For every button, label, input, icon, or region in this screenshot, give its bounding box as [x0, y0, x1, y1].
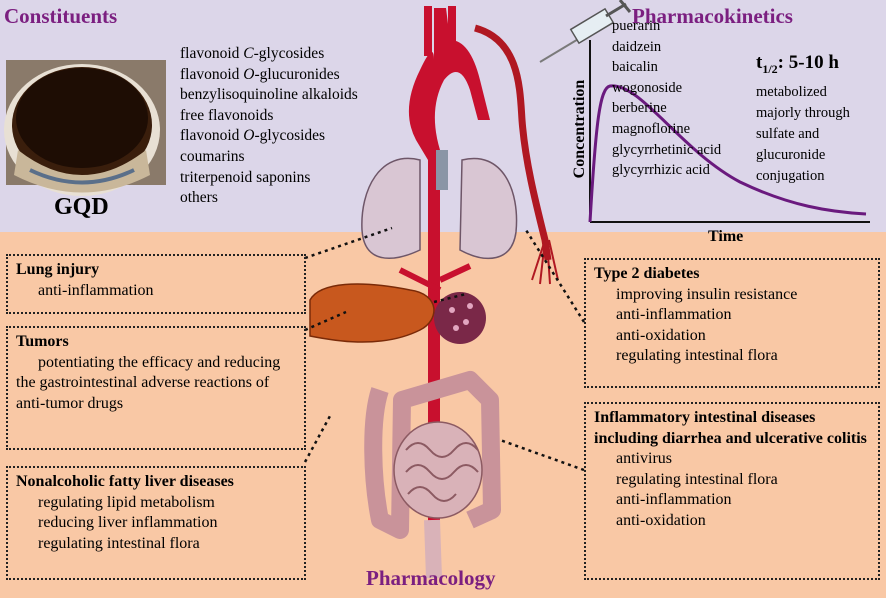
- type2-diabetes-box: Type 2 diabetes improving insulin resist…: [584, 258, 880, 388]
- pk-drug: berberine: [612, 100, 667, 117]
- metabolism-line: conjugation: [756, 168, 825, 184]
- constituent-item: flavonoid O-glycosides: [180, 127, 326, 145]
- box-item: improving insulin resistance: [616, 285, 798, 303]
- box-text: potentiating the efficacy and reducing t…: [16, 353, 281, 412]
- gqd-label: GQD: [54, 194, 109, 220]
- constituent-item: flavonoid O-glucuronides: [180, 65, 340, 83]
- lung-injury-box: Lung injury anti-inflammation: [6, 254, 306, 314]
- box-title: Lung injury: [16, 261, 100, 278]
- constituents-heading: Constituents: [4, 4, 118, 28]
- constituent-item: benzylisoquinoline alkaloids: [180, 86, 358, 104]
- box-item: regulating intestinal flora: [38, 534, 200, 552]
- ibd-box: Inflammatory intestinal diseases includi…: [584, 402, 880, 580]
- box-item: regulating lipid metabolism: [38, 493, 215, 511]
- liver-icon: [309, 283, 435, 343]
- nafld-box: Nonalcoholic fatty liver diseases regula…: [6, 466, 306, 580]
- pk-drug: daidzein: [612, 38, 662, 55]
- tea-cup-icon: [4, 60, 166, 196]
- box-item: regulating intestinal flora: [616, 470, 778, 488]
- box-item: anti-oxidation: [616, 511, 706, 529]
- box-title: Inflammatory intestinal diseases includi…: [594, 409, 867, 447]
- box-item: anti-inflammation: [38, 281, 154, 299]
- pharmacology-band: [0, 232, 886, 598]
- metabolism-line: glucuronide: [756, 147, 826, 163]
- aorta-icon: [398, 6, 490, 560]
- tumor-icon: [434, 292, 486, 344]
- constituent-item: free flavonoids: [180, 106, 274, 124]
- box-item: anti-inflammation: [616, 306, 732, 323]
- half-life-label: t1/2: 5-10 h: [756, 52, 839, 76]
- pk-drug: puerarin: [612, 18, 661, 34]
- box-title: Type 2 diabetes: [594, 265, 700, 282]
- intestines-icon: [364, 371, 501, 579]
- box-title: Tumors: [16, 333, 69, 350]
- lungs-icon: [361, 150, 518, 260]
- pk-drug: glycyrrhetinic acid: [612, 141, 722, 158]
- connector-lines: [303, 226, 586, 472]
- constituent-item: coumarins: [180, 147, 245, 165]
- constituents-list: flavonoid C-glycosides flavonoid O-glucu…: [180, 44, 358, 209]
- pk-drug: wogonoside: [612, 79, 683, 96]
- box-item: regulating intestinal flora: [616, 347, 778, 364]
- arm-artery-icon: [473, 24, 552, 261]
- metabolism-line: sulfate and: [756, 126, 820, 142]
- pk-drug-list: puerarin daidzein baicalin wogonoside be…: [612, 16, 721, 181]
- pk-concentration-curve: [588, 84, 867, 223]
- pk-drug: glycyrrhizic acid: [612, 162, 710, 179]
- box-item: antivirus: [616, 450, 672, 467]
- tumors-box: Tumors potentiating the efficacy and red…: [6, 326, 306, 450]
- box-item: anti-inflammation: [616, 491, 732, 508]
- constituent-item: others: [180, 189, 218, 207]
- metabolism-line: majorly through: [756, 105, 850, 121]
- constituent-item: flavonoid C-glycosides: [180, 45, 325, 62]
- box-item: reducing liver inflammation: [38, 514, 218, 531]
- syringe-icon: [539, 0, 632, 63]
- metabolism-line: metabolized: [756, 84, 827, 100]
- pk-y-axis-label: Concentration: [571, 79, 588, 179]
- pharmacokinetics-heading: Pharmacokinetics: [632, 4, 793, 28]
- pk-x-axis-label: Time: [708, 228, 744, 245]
- metabolism-note: metabolized majorly through sulfate and …: [756, 82, 850, 187]
- pk-drug: baicalin: [612, 59, 658, 76]
- box-title: Nonalcoholic fatty liver diseases: [16, 473, 234, 490]
- pharmacology-heading: Pharmacology: [366, 566, 496, 590]
- constituent-item: triterpenoid saponins: [180, 168, 311, 186]
- pk-curve-plot: [588, 40, 870, 223]
- pk-drug: magnoflorine: [612, 120, 691, 137]
- box-item: anti-oxidation: [616, 326, 706, 344]
